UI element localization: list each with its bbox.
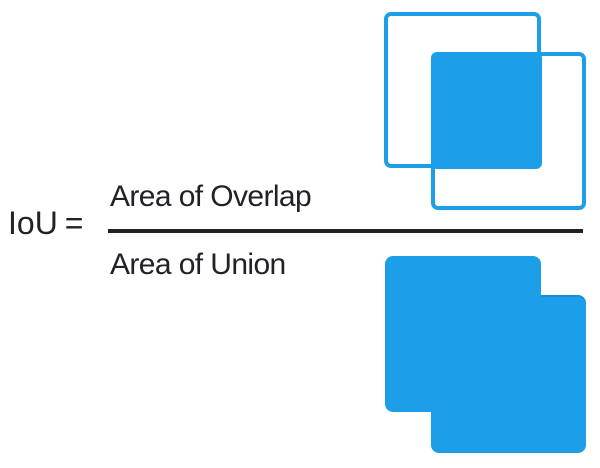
equals-sign: = xyxy=(64,205,84,241)
formula-lhs: IoU= xyxy=(8,207,83,239)
fraction-bar xyxy=(108,229,583,233)
formula-numerator: Area of Overlap xyxy=(110,180,312,213)
intersection-fill xyxy=(431,52,542,169)
iou-label: IoU xyxy=(8,205,58,241)
union-box-a-fill xyxy=(385,256,541,412)
formula-denominator: Area of Union xyxy=(110,248,286,281)
